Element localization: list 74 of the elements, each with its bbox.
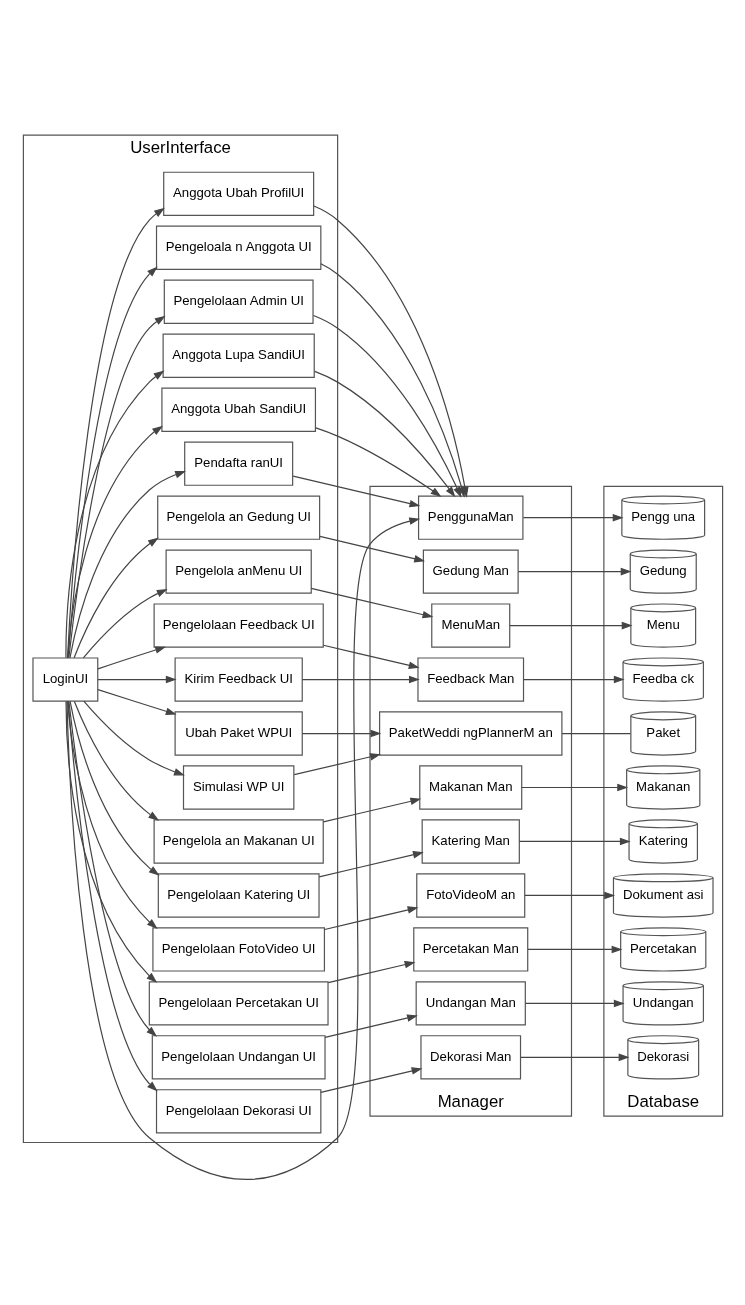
node-box: Pengelolaan Admin UI (163, 279, 314, 324)
node-box: Undangan Man (415, 981, 526, 1026)
node-box: FotoVideoM an (415, 873, 525, 918)
arrow (69, 700, 160, 876)
arrow (323, 1014, 418, 1038)
node-box: Ubah Paket WPUI (174, 711, 303, 756)
node-box: Pengeloala n Anggota UI (155, 225, 321, 270)
arrow (82, 700, 185, 776)
arrow (64, 370, 164, 659)
arrow (312, 314, 461, 498)
node-box: LoginUI (31, 657, 98, 702)
arrow (64, 700, 157, 983)
arrow (327, 960, 415, 984)
node-box: PaketWeddi ngPlannerM an (378, 711, 562, 756)
arrow (313, 370, 455, 498)
node-box: Pengelolaan Percetakan UI (148, 981, 329, 1026)
node-box: Dekorasi Man (419, 1035, 521, 1080)
node-box: PenggunaMan (417, 495, 523, 540)
arrow (508, 621, 632, 630)
arrow (66, 425, 163, 659)
arrow (517, 567, 632, 576)
node-box: Anggota Lupa SandiUI (162, 333, 315, 378)
node-box: Pengelolaan Feedback UI (153, 603, 324, 648)
arrow (73, 700, 159, 821)
node-box: Percetakan Man (412, 927, 528, 972)
arrow (73, 537, 159, 659)
arrow (96, 689, 177, 715)
arrow (293, 753, 381, 776)
node-box: MenuMan (430, 603, 510, 648)
arrow (292, 475, 420, 508)
arrow (68, 471, 186, 659)
arrow (301, 729, 381, 738)
arrow (66, 700, 158, 929)
arrow (67, 315, 166, 659)
node-box: Anggota Ubah ProfilUI (162, 171, 314, 216)
arrow (96, 675, 177, 684)
arrow (322, 644, 420, 670)
node-box: Simulasi WP UI (182, 765, 294, 810)
arrow (520, 783, 628, 792)
arrow (526, 945, 622, 954)
node-box: Pengelolaan FotoVideo UI (151, 927, 325, 972)
arrow (66, 207, 165, 659)
node-box: Pengelola anMenu UI (165, 549, 312, 594)
node-box: Pengelolaan Katering UI (157, 873, 320, 918)
node-box: Pengelolaan Dekorasi UI (155, 1089, 321, 1134)
arrow (310, 587, 433, 619)
arrow (524, 999, 625, 1008)
arrow (318, 851, 424, 878)
arrow (96, 646, 166, 670)
node-box: Gedung Man (422, 549, 519, 594)
arrow (523, 891, 615, 900)
arrow (319, 1067, 422, 1093)
node-box: Pengelola an Makanan UI (153, 819, 324, 864)
node-box: Feedback Man (416, 657, 524, 702)
arrow (522, 675, 625, 684)
node-box: Kirim Feedback UI (174, 657, 303, 702)
arrow (518, 837, 631, 846)
node-box: Pengelolaan Undangan UI (151, 1035, 326, 1080)
node-box: Pengelola an Gedung UI (156, 495, 320, 540)
connector (560, 732, 631, 735)
node-box: Makanan Man (418, 765, 522, 810)
arrow (323, 906, 418, 931)
arrow (519, 1053, 629, 1062)
node-box: Pendafta ranUI (183, 441, 293, 486)
arrow (67, 266, 158, 659)
arrow (301, 675, 420, 684)
arrow (318, 535, 425, 563)
node-box: Katering Man (421, 819, 520, 864)
arrow (322, 797, 421, 823)
arrow (82, 588, 168, 659)
arrow (522, 513, 624, 522)
arrow (314, 427, 441, 497)
arrow (65, 517, 420, 1180)
node-box: Anggota Ubah SandiUI (160, 387, 316, 432)
